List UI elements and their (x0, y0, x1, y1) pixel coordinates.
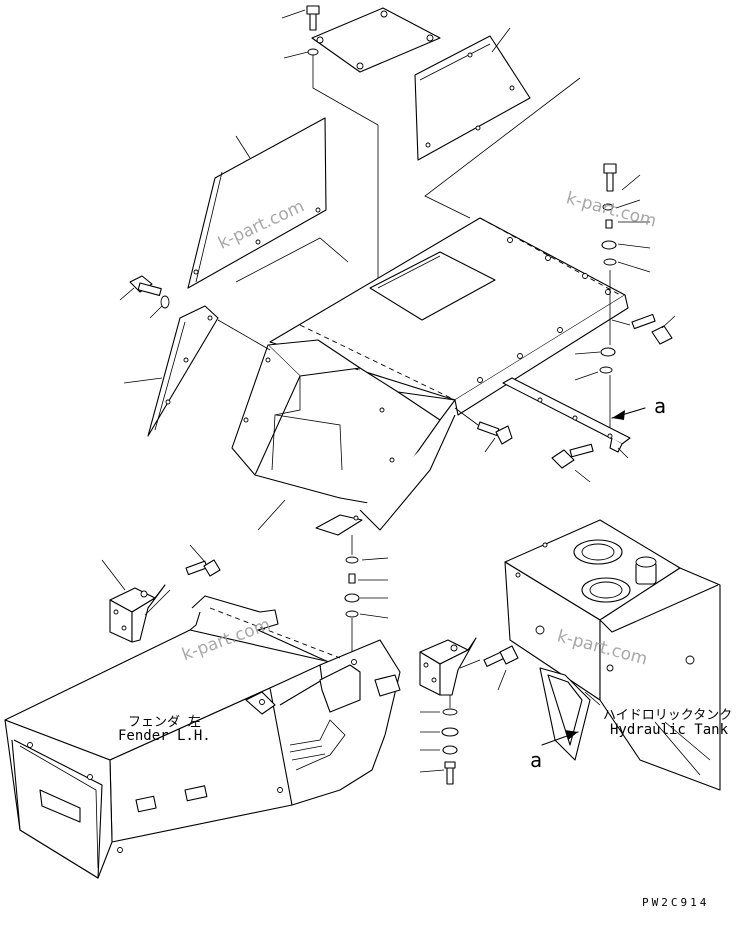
support-bar (502, 377, 631, 453)
top-cover-plate (311, 7, 441, 73)
bolt-left-lower (185, 559, 221, 577)
right-upper-panel (414, 35, 531, 161)
bolt-center (477, 421, 513, 445)
bolt-right-lower (483, 645, 519, 667)
tank-label-jp: ハイドロリックタンク (603, 708, 733, 723)
drawing-code: PW2C914 (642, 896, 710, 909)
left-bracket (109, 584, 166, 643)
view-arrow-bottom (541, 730, 579, 746)
view-label-a-bottom: a (530, 748, 543, 772)
center-washer-stack (344, 556, 360, 618)
bolt-right-middle (631, 313, 673, 345)
left-upper-panel (187, 117, 327, 289)
view-arrow-top (611, 407, 646, 420)
right-washer-stack (441, 708, 459, 785)
right-bracket (419, 637, 477, 696)
right-hardware-stack (599, 163, 617, 374)
fender-label-jp: フェンダ 左 (128, 715, 201, 730)
bolt-left-upper (129, 275, 170, 309)
bolt-top (306, 5, 320, 56)
left-side-plate (147, 305, 219, 437)
fender-label-en: Fender L.H. (118, 728, 211, 744)
hydraulic-tank (504, 519, 721, 791)
view-label-a-top: a (654, 394, 667, 418)
bolt-bar (551, 443, 594, 469)
main-frame (231, 217, 629, 536)
tank-label-en: Hydraulic Tank (610, 722, 729, 738)
fender-lh (4, 595, 401, 879)
